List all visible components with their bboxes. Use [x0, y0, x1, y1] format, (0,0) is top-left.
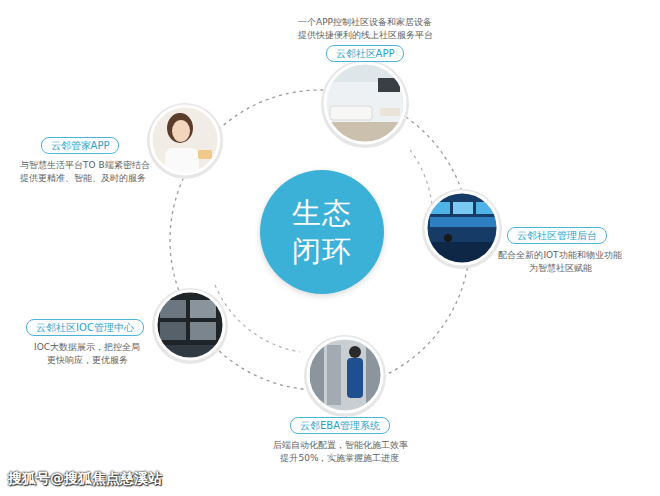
sofa [330, 106, 372, 120]
cabinet [327, 345, 341, 405]
hub-label: 生态 闭环 [287, 194, 357, 270]
photo-shadow [304, 335, 386, 417]
module-name: 云邻社区APP [336, 48, 395, 59]
table [380, 108, 400, 116]
face [172, 120, 190, 142]
hub-circle: 生态 闭环 [260, 170, 384, 294]
monitor [190, 300, 216, 318]
photo-ring [156, 291, 224, 359]
dashed-arc [215, 285, 300, 352]
module-description: IOC大数据展示，把控全局 更快响应，更优服务 [22, 341, 152, 367]
photo-ring [426, 192, 498, 264]
module-name: 云邻社区IOC管理中心 [36, 322, 134, 333]
monitor [190, 322, 216, 340]
desk [150, 345, 230, 365]
module-pill: 云邻社区管理后台配合全新的IOT功能和物业功能 为智慧社区赋能 [507, 227, 607, 244]
control-room-photo [420, 190, 505, 272]
photo-ring [325, 63, 405, 143]
module-name: 云邻EBA管理系统 [300, 420, 380, 431]
module-description: 后端自动化配置，智能化施工效率 提升50%，实施掌握施工进度 [255, 439, 425, 465]
module-pill: 云邻社区IOC管理中心IOC大数据展示，把控全局 更快响应，更优服务 [26, 319, 144, 336]
equipment-room-photo [305, 335, 385, 415]
person-head [349, 346, 361, 358]
photo-bg [145, 100, 225, 180]
module-pill: 云邻社区APP一个APP控制社区设备和家居设备 提供快捷便利的线上社区服务平台 [326, 45, 405, 62]
person-body [347, 358, 363, 398]
photo-ring [308, 338, 382, 412]
module-pill: 云邻EBA管理系统后端自动化配置，智能化施工效率 提升50%，实施掌握施工进度 [290, 417, 390, 434]
module-pill: 云邻管家APP与智慧生活平台TO B端紧密结合 提供更精准、智能、及时的服务 [41, 137, 120, 154]
resident-photo [145, 100, 225, 180]
living-room-photo [320, 60, 410, 152]
module-description: 一个APP控制社区设备和家居设备 提供快捷便利的线上社区服务平台 [275, 16, 455, 42]
screen [453, 202, 473, 214]
person [444, 234, 452, 242]
photo-bg [305, 335, 385, 415]
module-name: 云邻管家APP [51, 140, 110, 151]
monitor-wall-photo [150, 288, 230, 365]
watermark: 搜狐号@搜狐焦点慈溪站 [8, 470, 162, 488]
monitor [160, 322, 186, 340]
phone [198, 150, 212, 159]
module-description: 与智慧生活平台TO B端紧密结合 提供更精准、智能、及时的服务 [20, 159, 155, 185]
module-description: 配合全新的IOT功能和物业功能 为智慧社区赋能 [490, 249, 630, 275]
hair [167, 113, 193, 143]
screen-wall [430, 217, 496, 227]
module-name: 云邻社区管理后台 [517, 230, 597, 241]
cabinet [310, 345, 324, 405]
photo-ring [151, 106, 219, 174]
